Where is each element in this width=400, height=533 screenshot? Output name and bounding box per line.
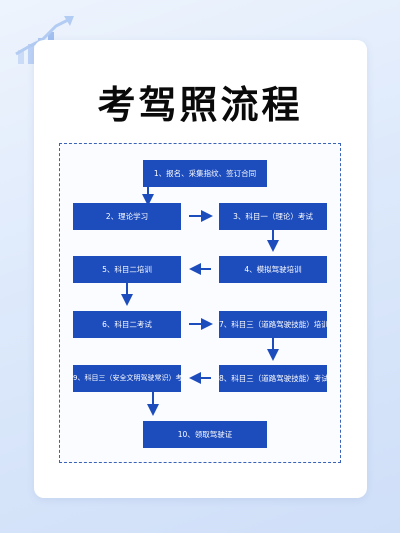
step-1-box: 1、报名、采集指纹、签订合同 bbox=[143, 160, 267, 187]
step-5-box: 5、科目二培训 bbox=[73, 256, 181, 283]
flowchart-frame bbox=[59, 143, 341, 463]
step-2-box: 2、理论学习 bbox=[73, 203, 181, 230]
page-title: 考驾照流程 bbox=[97, 83, 303, 127]
step-9-box: 9、科目三（安全文明驾驶常识）考试 bbox=[73, 365, 181, 392]
step-10-box: 10、领取驾驶证 bbox=[143, 421, 267, 448]
step-6-box: 6、科目二考试 bbox=[73, 311, 181, 338]
step-3-box: 3、科目一（理论）考试 bbox=[219, 203, 327, 230]
step-4-box: 4、模拟驾驶培训 bbox=[219, 256, 327, 283]
step-8-box: 8、科目三（道路驾驶技能）考试 bbox=[219, 365, 327, 392]
step-7-box: 7、科目三（道路驾驶技能）培训 bbox=[219, 311, 327, 338]
